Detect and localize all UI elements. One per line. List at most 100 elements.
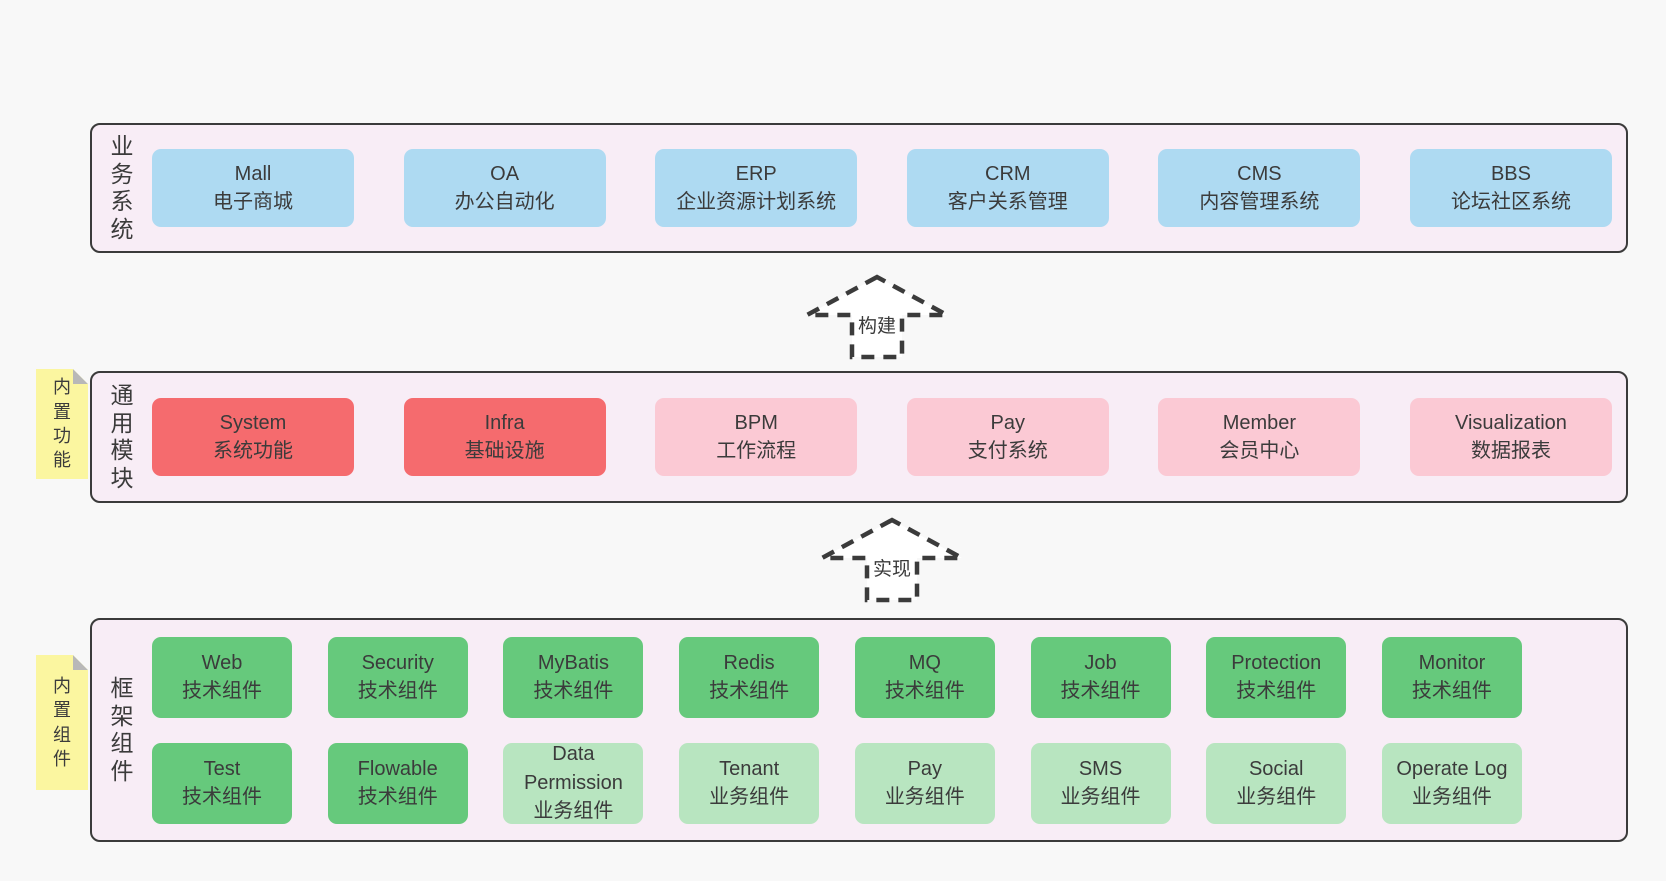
box-title: Visualization (1455, 411, 1567, 434)
box-title: Monitor (1418, 651, 1486, 674)
box-system: System 系统功能 (152, 398, 354, 476)
box-bpm: BPM 工作流程 (655, 398, 858, 476)
panel-framework-label: 框架组件 (110, 674, 134, 784)
box-title: System (219, 411, 287, 434)
box-subtitle: 技术组件 (533, 680, 614, 702)
box-title: Operate Log (1396, 757, 1508, 780)
box-subtitle: 技术组件 (709, 680, 790, 702)
box-member: Member 会员中心 (1158, 398, 1361, 476)
box-title: Security (361, 651, 434, 674)
box-subtitle: 技术组件 (182, 786, 262, 808)
box-sms: SMS 业务组件 (1030, 742, 1171, 824)
box-pay: Pay 支付系统 (906, 398, 1109, 476)
box-operate-log: Operate Log 业务组件 (1381, 742, 1522, 824)
box-subtitle: 技术组件 (1060, 680, 1141, 702)
box-subtitle: 办公自动化 (454, 191, 555, 213)
box-subtitle: 企业资源计划系统 (676, 191, 837, 213)
box-cms: CMS 内容管理系统 (1158, 149, 1361, 227)
box-security: Security 技术组件 (327, 636, 468, 718)
box-flowable: Flowable 技术组件 (327, 742, 468, 824)
box-tenant: Tenant 业务组件 (679, 742, 820, 824)
box-crm: CRM 客户关系管理 (906, 149, 1109, 227)
sticky-note-builtin-features: 内置功能 (36, 369, 88, 479)
box-subtitle: 客户关系管理 (947, 191, 1068, 213)
box-title: OA (490, 162, 520, 185)
box-title: MQ (908, 651, 941, 674)
box-subtitle: 论坛社区系统 (1450, 191, 1571, 213)
panel-modules-label: 通用模块 (110, 381, 134, 491)
implement-arrow-label: 实现 (869, 554, 915, 581)
box-bbs: BBS 论坛社区系统 (1409, 149, 1612, 227)
box-subtitle: 技术组件 (357, 786, 438, 808)
implement-arrow: 实现 (819, 517, 965, 603)
box-title: Test (203, 757, 241, 780)
business-boxes-row: Mall 电子商城 OA 办公自动化 ERP 企业资源计划系统 CRM 客户关系… (152, 125, 1612, 251)
box-oa: OA 办公自动化 (403, 149, 606, 227)
box-subtitle: 业务组件 (1060, 786, 1141, 808)
box-job: Job 技术组件 (1030, 636, 1171, 718)
panel-framework-components: 框架组件 Web 技术组件 Security 技术组件 MyBatis 技术组件… (90, 618, 1628, 842)
box-title: Infra (484, 411, 525, 434)
panel-business-label: 业务系统 (110, 132, 134, 242)
box-title: Protection (1231, 651, 1322, 674)
box-title: BPM (734, 411, 778, 434)
box-subtitle: 电子商城 (213, 191, 293, 213)
box-redis: Redis 技术组件 (679, 636, 820, 718)
box-subtitle: 支付系统 (967, 440, 1048, 462)
box-mq: MQ 技术组件 (854, 636, 995, 718)
framework-boxes-grid: Web 技术组件 Security 技术组件 MyBatis 技术组件 Redi… (152, 620, 1522, 840)
box-title: CRM (985, 162, 1031, 185)
box-subtitle: 技术组件 (1411, 680, 1492, 702)
box-social: Social 业务组件 (1206, 742, 1347, 824)
box-infra: Infra 基础设施 (403, 398, 606, 476)
panel-common-modules: 通用模块 System 系统功能 Infra 基础设施 BPM 工作流程 Pay… (90, 371, 1628, 503)
box-title: Pay (907, 757, 943, 780)
box-title: MyBatis (537, 651, 609, 674)
box-erp: ERP 企业资源计划系统 (655, 149, 858, 227)
box-title: Data Permission (523, 743, 623, 794)
sticky-note-text: 内置组件 (53, 675, 71, 769)
box-subtitle: 技术组件 (1236, 680, 1317, 702)
box-data-permission: Data Permission 业务组件 (503, 742, 644, 824)
box-title: Mall (234, 162, 272, 185)
box-title: Tenant (719, 757, 780, 780)
box-mall: Mall 电子商城 (152, 149, 354, 227)
build-arrow-label: 构建 (854, 311, 900, 338)
box-title: ERP (735, 162, 777, 185)
box-subtitle: 业务组件 (533, 800, 614, 823)
box-protection: Protection 技术组件 (1206, 636, 1347, 718)
box-title: CMS (1237, 162, 1282, 185)
box-subtitle: 系统功能 (213, 440, 293, 462)
sticky-note-text: 内置功能 (53, 377, 71, 471)
box-title: Social (1248, 757, 1304, 780)
box-title: Redis (723, 651, 775, 674)
box-subtitle: 业务组件 (1411, 786, 1492, 808)
box-subtitle: 业务组件 (1236, 786, 1317, 808)
box-subtitle: 业务组件 (709, 786, 790, 808)
box-test: Test 技术组件 (152, 742, 292, 824)
box-title: Flowable (357, 757, 438, 780)
box-title: Job (1084, 651, 1117, 674)
box-title: BBS (1490, 162, 1531, 185)
box-subtitle: 数据报表 (1470, 440, 1551, 462)
box-monitor: Monitor 技术组件 (1381, 636, 1522, 718)
box-pay-business: Pay 业务组件 (854, 742, 995, 824)
box-subtitle: 内容管理系统 (1199, 191, 1320, 213)
box-mybatis: MyBatis 技术组件 (503, 636, 644, 718)
box-visualization: Visualization 数据报表 (1409, 398, 1612, 476)
box-subtitle: 技术组件 (357, 680, 438, 702)
box-subtitle: 业务组件 (884, 786, 965, 808)
panel-business-systems: 业务系统 Mall 电子商城 OA 办公自动化 ERP 企业资源计划系统 CRM… (90, 123, 1628, 253)
box-title: Web (201, 651, 243, 674)
box-title: SMS (1078, 757, 1123, 780)
modules-boxes-row: System 系统功能 Infra 基础设施 BPM 工作流程 Pay 支付系统… (152, 373, 1612, 501)
box-title: Pay (990, 411, 1026, 434)
framework-row-tech: Web 技术组件 Security 技术组件 MyBatis 技术组件 Redi… (152, 636, 1522, 718)
build-arrow: 构建 (804, 274, 950, 360)
box-subtitle: 会员中心 (1219, 440, 1300, 462)
box-subtitle: 技术组件 (182, 680, 262, 702)
box-subtitle: 基础设施 (464, 440, 545, 462)
box-subtitle: 技术组件 (884, 680, 965, 702)
sticky-note-builtin-components: 内置组件 (36, 655, 88, 790)
box-web: Web 技术组件 (152, 636, 292, 718)
